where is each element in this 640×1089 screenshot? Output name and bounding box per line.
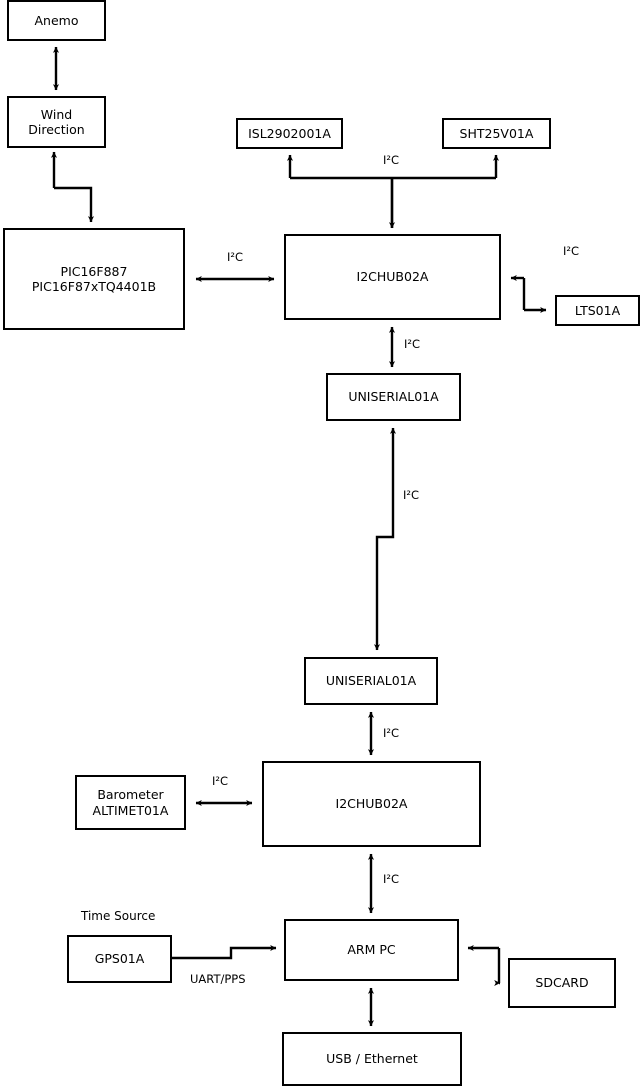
node-arm-pc-label: ARM PC xyxy=(347,942,396,958)
edge-label-i2c-pic-hub: I²C xyxy=(227,250,244,264)
node-i2chub02a-bottom[interactable]: I2CHUB02A xyxy=(262,761,481,847)
node-isl2902001a-label: ISL2902001A xyxy=(248,125,331,141)
edge-label-i2c-hub-uniserial: I²C xyxy=(404,337,421,351)
node-uniserial01a-top[interactable]: UNISERIAL01A xyxy=(326,373,461,421)
edge-label-i2c-hub-lts: I²C xyxy=(563,244,580,258)
node-uniserial01a-bottom[interactable]: UNISERIAL01A xyxy=(304,657,438,705)
node-sht25v01a-label: SHT25V01A xyxy=(459,125,534,141)
node-pic-microcontroller[interactable]: PIC16F887 PIC16F87xTQ4401B xyxy=(3,228,185,330)
node-wind-direction[interactable]: Wind Direction xyxy=(7,96,106,148)
connector-wind-pic-elbow xyxy=(54,186,95,223)
node-pic-microcontroller-label: PIC16F887 PIC16F87xTQ4401B xyxy=(31,263,157,294)
node-barometer-altimet01a-label: Barometer ALTIMET01A xyxy=(92,787,169,818)
node-wind-direction-label: Wind Direction xyxy=(28,106,85,137)
node-gps01a-label: GPS01A xyxy=(94,951,145,967)
node-uniserial01a-top-label: UNISERIAL01A xyxy=(348,389,439,405)
node-sht25v01a[interactable]: SHT25V01A xyxy=(442,118,551,149)
node-usb-ethernet-label: USB / Ethernet xyxy=(326,1051,418,1067)
edge-label-i2c-barometer-hub: I²C xyxy=(212,774,229,788)
edge-label-uart-pps: UART/PPS xyxy=(190,972,246,986)
edge-label-i2c-uniserial-hubbottom: I²C xyxy=(383,726,400,740)
node-arm-pc[interactable]: ARM PC xyxy=(284,919,459,981)
node-anemo[interactable]: Anemo xyxy=(7,0,106,41)
node-lts01a[interactable]: LTS01A xyxy=(555,295,640,326)
edge-label-i2c-bus-top: I²C xyxy=(383,153,400,167)
connector-gps-armpc xyxy=(172,944,277,960)
node-sdcard[interactable]: SDCARD xyxy=(508,958,616,1008)
node-barometer-altimet01a[interactable]: Barometer ALTIMET01A xyxy=(75,775,186,830)
node-i2chub02a-bottom-label: I2CHUB02A xyxy=(335,796,408,812)
node-sdcard-label: SDCARD xyxy=(535,975,589,991)
edge-label-i2c-uniserial-uniserial: I²C xyxy=(403,488,420,502)
edge-label-i2c-hubbottom-armpc: I²C xyxy=(383,872,400,886)
label-time-source: Time Source xyxy=(81,909,156,923)
node-gps01a[interactable]: GPS01A xyxy=(67,935,172,983)
node-anemo-label: Anemo xyxy=(34,12,79,28)
connector-uniserialbot-uniserialtop xyxy=(373,427,397,651)
node-lts01a-label: LTS01A xyxy=(574,302,621,318)
node-isl2902001a[interactable]: ISL2902001A xyxy=(236,118,343,149)
node-i2chub02a-top-label: I2CHUB02A xyxy=(356,269,429,285)
node-uniserial01a-bottom-label: UNISERIAL01A xyxy=(325,673,417,689)
node-i2chub02a-top[interactable]: I2CHUB02A xyxy=(284,234,501,320)
node-usb-ethernet[interactable]: USB / Ethernet xyxy=(282,1032,462,1086)
